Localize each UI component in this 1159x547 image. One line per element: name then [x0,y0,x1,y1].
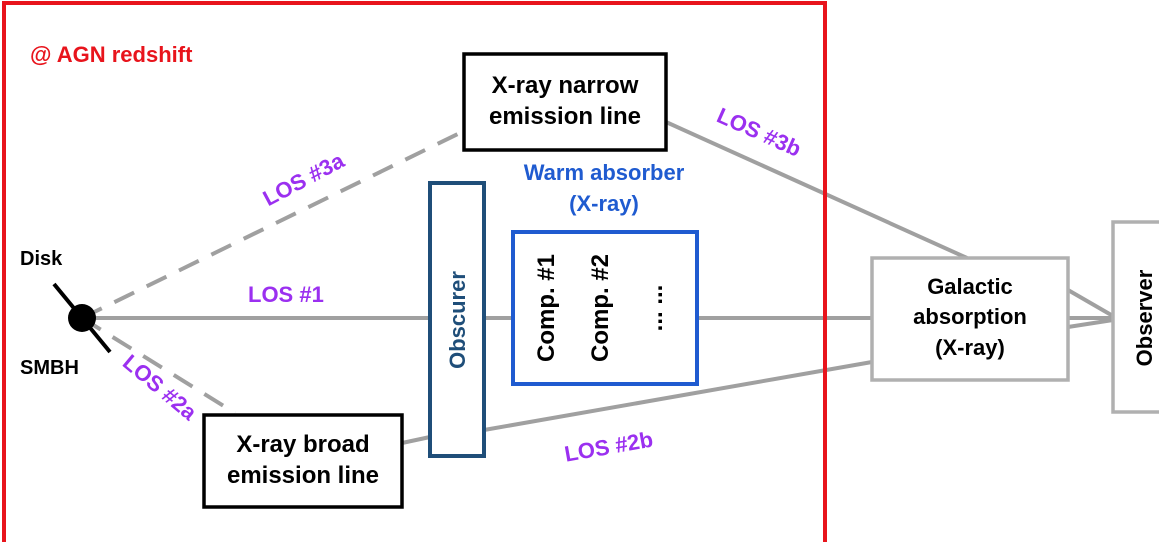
los-2b-line [401,435,431,445]
observer-line-bot [1067,318,1114,329]
galactic-absorption-box [870,256,1070,382]
los-3a-label: LOS #3a [259,147,349,211]
broad-line-box [202,413,404,509]
galactic-label-3: (X-ray) [935,335,1005,360]
los-2b-line-2 [483,360,873,432]
observer-label: Observer [1132,269,1157,366]
los-3b-line [665,120,968,260]
warm-absorber-box [511,230,699,386]
galactic-label-1: Galactic [927,274,1013,299]
obscurer-box [428,181,486,458]
disk-label: Disk [20,248,63,270]
obscurer-label: Obscurer [445,271,470,369]
observer-box [1111,220,1159,414]
galactic-label-2: absorption [913,304,1027,329]
narrow-line-label-2: emission line [489,103,641,130]
connector-lines [80,120,1115,445]
observer-line-top [1066,288,1115,318]
los-3b-label: LOS #3b [713,103,805,162]
los-2b-label: LOS #2b [563,427,655,467]
los-2a-line [80,316,237,415]
los-3a-line [81,126,471,320]
smbh-dot [68,304,96,332]
los-2a-label: LOS #2a [118,349,202,425]
broad-line-label-1: X-ray broad [236,431,369,458]
narrow-line-label-1: X-ray narrow [492,72,639,99]
smbh-label: SMBH [20,357,79,379]
narrow-line-box [462,52,668,152]
warm-absorber-title-1: Warm absorber [524,160,685,185]
agn-region-border [2,1,827,547]
warm-absorber-title-2: (X-ray) [569,191,639,216]
component-1-label: Comp. #1 [533,254,560,362]
region-label: @ AGN redshift [30,42,193,67]
los-1-label: LOS #1 [248,282,324,307]
broad-line-label-2: emission line [227,462,379,489]
component-2-label: Comp. #2 [587,254,614,362]
component-more-label: ... ... [641,285,668,332]
